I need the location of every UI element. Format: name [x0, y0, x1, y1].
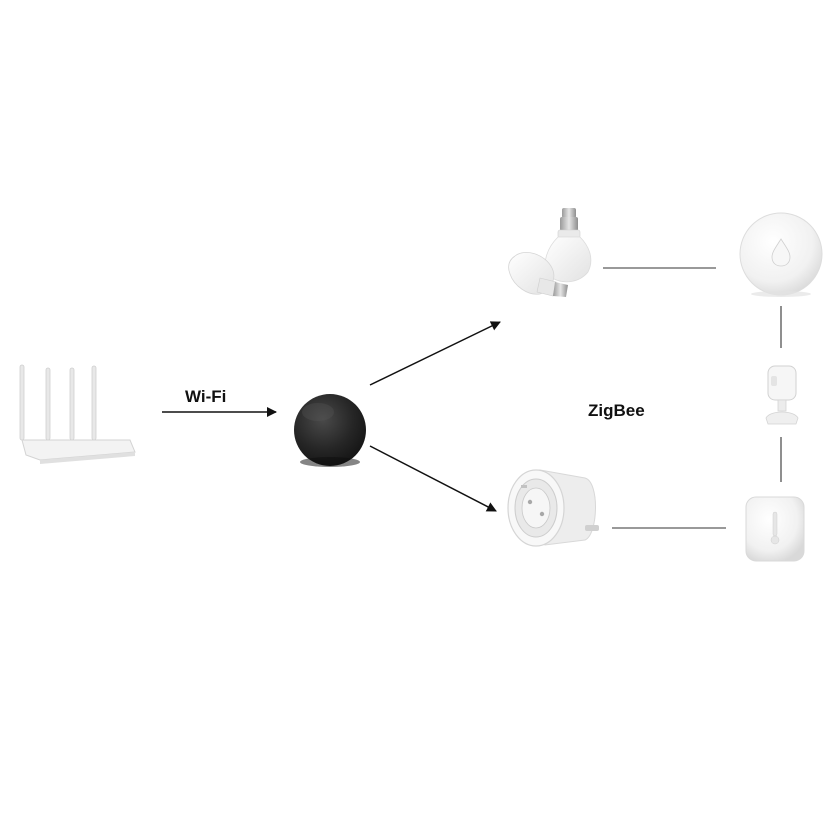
- zigbee-label: ZigBee: [588, 401, 645, 420]
- water-leak-sensor-icon: [739, 212, 823, 297]
- hub-to-plug-arrow: [369, 445, 497, 512]
- smart-plug-icon: [507, 469, 599, 547]
- wifi-label: Wi-Fi: [185, 387, 226, 406]
- smart-bulbs-icon: [508, 208, 592, 297]
- temperature-humidity-sensor-icon: [745, 496, 805, 562]
- hub-to-bulbs-arrow: [369, 321, 501, 386]
- wifi-router-icon: [19, 364, 136, 464]
- zigbee-hub-icon: [294, 394, 366, 467]
- motion-sensor-icon: [765, 365, 799, 425]
